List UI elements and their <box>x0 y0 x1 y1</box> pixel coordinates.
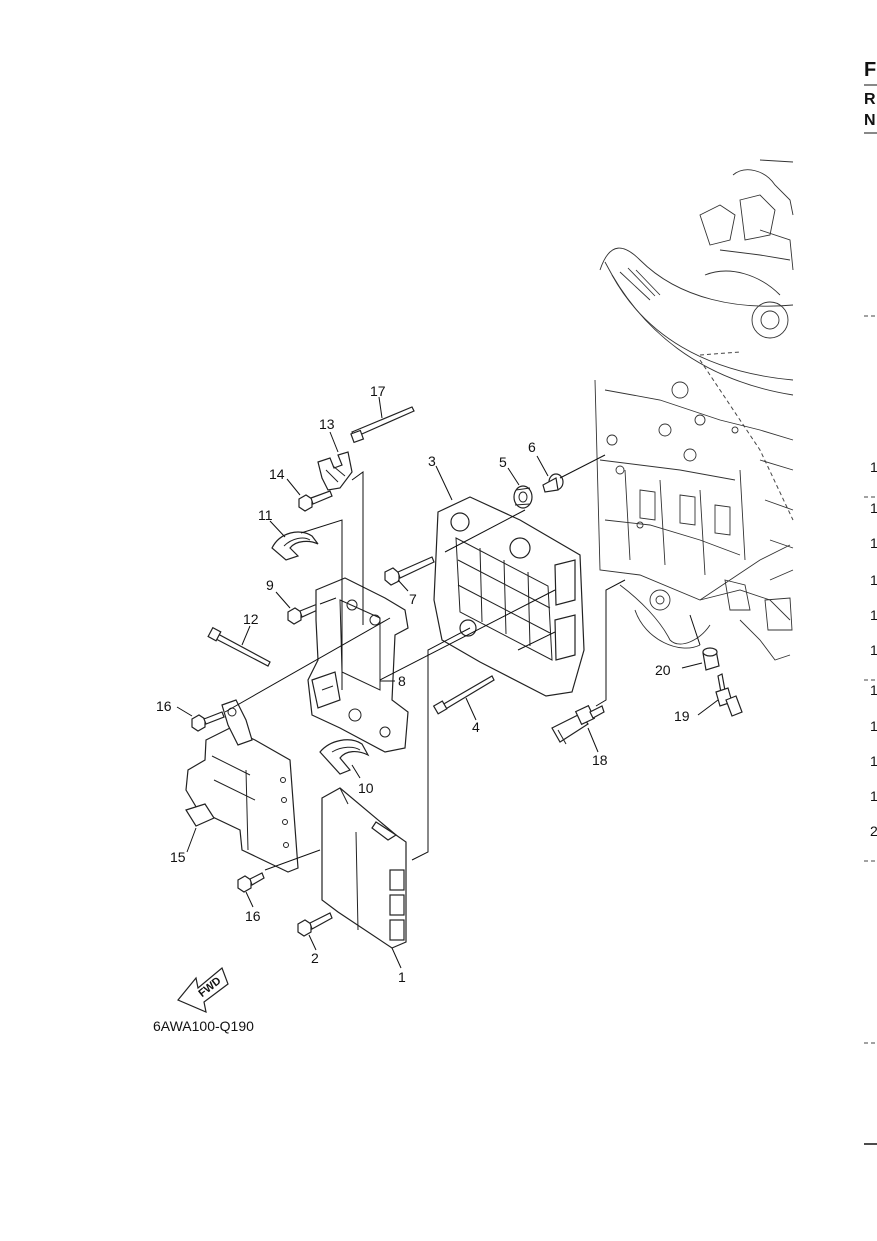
callout-13: 13 <box>319 416 335 432</box>
callout-5: 5 <box>499 454 507 470</box>
callout-14: 14 <box>269 466 285 482</box>
clamp-part-11: 11 <box>258 507 319 561</box>
collar-part-6: 6 <box>528 439 564 493</box>
cable-tie-part-17: 17 <box>350 383 415 444</box>
callout-19: 19 <box>674 708 690 724</box>
callout-18: 18 <box>592 752 608 768</box>
callout-15: 15 <box>170 849 186 865</box>
callout-10: 10 <box>358 780 374 796</box>
bolt-part-16-lower: 16 <box>237 872 265 924</box>
bolt-part-7: 7 <box>384 556 435 607</box>
callout-4: 4 <box>472 719 480 735</box>
callout-12: 12 <box>243 611 259 627</box>
page-header-fragment: F R N <box>864 59 877 134</box>
forward-arrow-icon: FWD <box>177 966 229 1014</box>
cable-tie-part-12: 12 <box>207 611 271 667</box>
callout-16-upper: 16 <box>156 698 172 714</box>
table-row-number: 1 <box>870 682 877 698</box>
header-letter-f: F <box>864 59 876 81</box>
support-plate-part-3: 3 <box>428 453 585 697</box>
table-row-number: 1 <box>870 459 877 475</box>
table-row-number: 1 <box>870 753 877 769</box>
table-row-number: 1 <box>870 500 877 516</box>
bolt-part-14: 14 <box>269 466 333 512</box>
callout-7: 7 <box>409 591 417 607</box>
bolt-part-2: 2 <box>297 912 333 966</box>
callout-16-lower: 16 <box>245 908 261 924</box>
assembly-lines <box>224 454 701 871</box>
control-unit-part-1: 1 <box>321 787 407 985</box>
grommet-part-20: 20 <box>655 647 720 678</box>
sensor-part-18: 18 <box>551 704 608 768</box>
callout-20: 20 <box>655 662 671 678</box>
header-letter-n: N <box>864 112 876 129</box>
clamp-part-10: 10 <box>319 739 374 796</box>
callout-6: 6 <box>528 439 536 455</box>
bolt-part-16-upper: 16 <box>156 698 225 732</box>
cable-tie-part-4: 4 <box>432 675 495 735</box>
grommet-part-5: 5 <box>499 454 533 509</box>
parts-table-edge: 1 1 1 1 1 1 1 1 1 1 2 <box>864 315 877 1145</box>
header-letter-r: R <box>864 91 876 108</box>
table-row-number: 1 <box>870 642 877 658</box>
table-row-number: 1 <box>870 572 877 588</box>
callout-3: 3 <box>428 453 436 469</box>
bracket-part-8: 8 <box>307 577 409 753</box>
callout-9: 9 <box>266 577 274 593</box>
callout-1: 1 <box>398 969 406 985</box>
table-row-number: 2 <box>870 823 877 839</box>
table-row-number: 1 <box>870 535 877 551</box>
sensor-part-19: 19 <box>674 673 743 724</box>
callout-2: 2 <box>311 950 319 966</box>
callout-17: 17 <box>370 383 386 399</box>
table-row-number: 1 <box>870 607 877 623</box>
callout-11: 11 <box>258 507 273 523</box>
diagram-code: 6AWA100-Q190 <box>153 1018 254 1034</box>
bolt-part-9: 9 <box>266 577 323 625</box>
callout-8: 8 <box>398 673 406 689</box>
table-row-number: 1 <box>870 718 877 734</box>
table-row-number: 1 <box>870 788 877 804</box>
bracket-part-15: 15 <box>170 699 299 873</box>
engine-block-illustration <box>594 159 794 661</box>
holder-part-13: 13 <box>317 416 353 491</box>
